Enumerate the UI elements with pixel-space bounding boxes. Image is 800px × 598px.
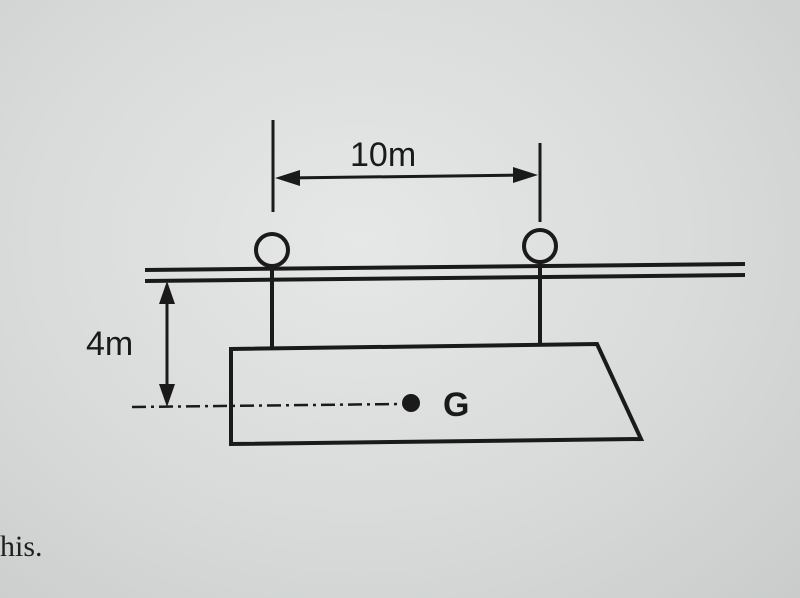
rail-line-bottom — [144, 273, 746, 283]
height-arrowhead-top — [159, 281, 175, 304]
span-arrowhead-right — [513, 167, 538, 183]
cg-point — [402, 394, 420, 412]
rail-line-top — [144, 262, 746, 272]
wheel-right — [522, 228, 558, 264]
height-label: 4m — [86, 325, 133, 363]
page-text-fragment: his. — [0, 530, 43, 563]
span-arrowhead-left — [275, 170, 300, 186]
span-label: 10m — [350, 136, 416, 174]
span-dimension-line — [284, 173, 529, 180]
carriage-body — [229, 341, 645, 447]
wheel-left — [254, 232, 290, 268]
height-arrowhead-bottom — [159, 384, 175, 407]
cg-label: G — [443, 386, 469, 424]
cg-reference-line — [131, 402, 401, 409]
